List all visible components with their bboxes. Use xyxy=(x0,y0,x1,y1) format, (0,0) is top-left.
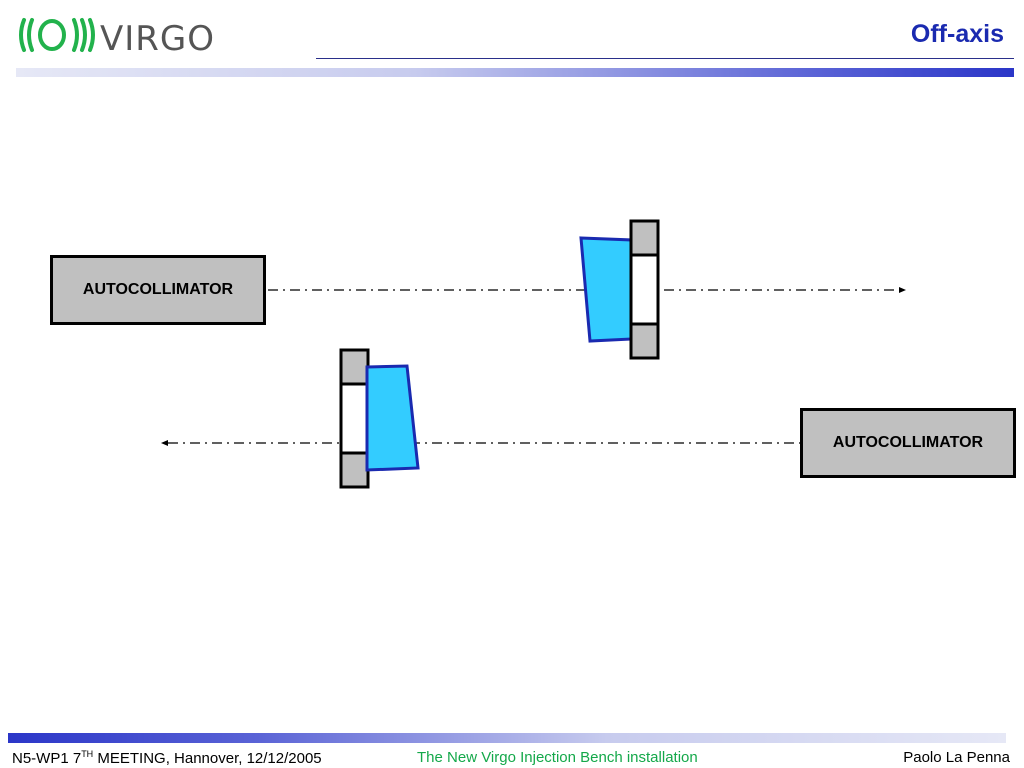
mount-top-block xyxy=(339,348,370,386)
autocollimator-left-label: AUTOCOLLIMATOR xyxy=(82,281,234,298)
footer-meeting-suffix: MEETING, Hannover, 12/12/2005 xyxy=(93,750,322,767)
logo-wave-icon xyxy=(19,18,95,52)
mount-bottom-block xyxy=(629,322,660,360)
title-divider xyxy=(316,58,1014,59)
mount-middle xyxy=(339,382,370,455)
header-gradient-bar xyxy=(16,68,1014,77)
mirror-assembly-lower xyxy=(339,348,420,489)
autocollimator-left: AUTOCOLLIMATOR xyxy=(50,255,266,325)
mount-top-block xyxy=(629,219,660,257)
page-title: Off-axis xyxy=(910,20,1004,48)
mirror-assembly-upper xyxy=(579,219,660,360)
mount-bottom-block xyxy=(339,451,370,489)
virgo-logo: VIRGO xyxy=(19,18,215,56)
footer-author: Paolo La Penna xyxy=(903,749,1010,766)
autocollimator-right-label: AUTOCOLLIMATOR xyxy=(832,434,984,451)
footer-presentation-title: The New Virgo Injection Bench installati… xyxy=(417,749,698,766)
footer-meeting-sup: TH xyxy=(81,749,94,759)
logo-text: VIRGO xyxy=(100,19,215,56)
autocollimator-right: AUTOCOLLIMATOR xyxy=(800,408,1016,478)
footer-meeting-prefix: N5-WP1 7 xyxy=(12,750,82,767)
mount-middle xyxy=(629,253,660,326)
beam-bottom-arrowhead xyxy=(161,440,168,446)
footer-gradient-bar xyxy=(8,733,1006,743)
wedge-mirror-upper xyxy=(579,236,634,343)
footer-meeting: N5-WP1 7TH MEETING, Hannover, 12/12/2005 xyxy=(12,749,322,767)
wedge-mirror-lower xyxy=(365,364,420,472)
beam-top-arrowhead xyxy=(899,287,906,293)
